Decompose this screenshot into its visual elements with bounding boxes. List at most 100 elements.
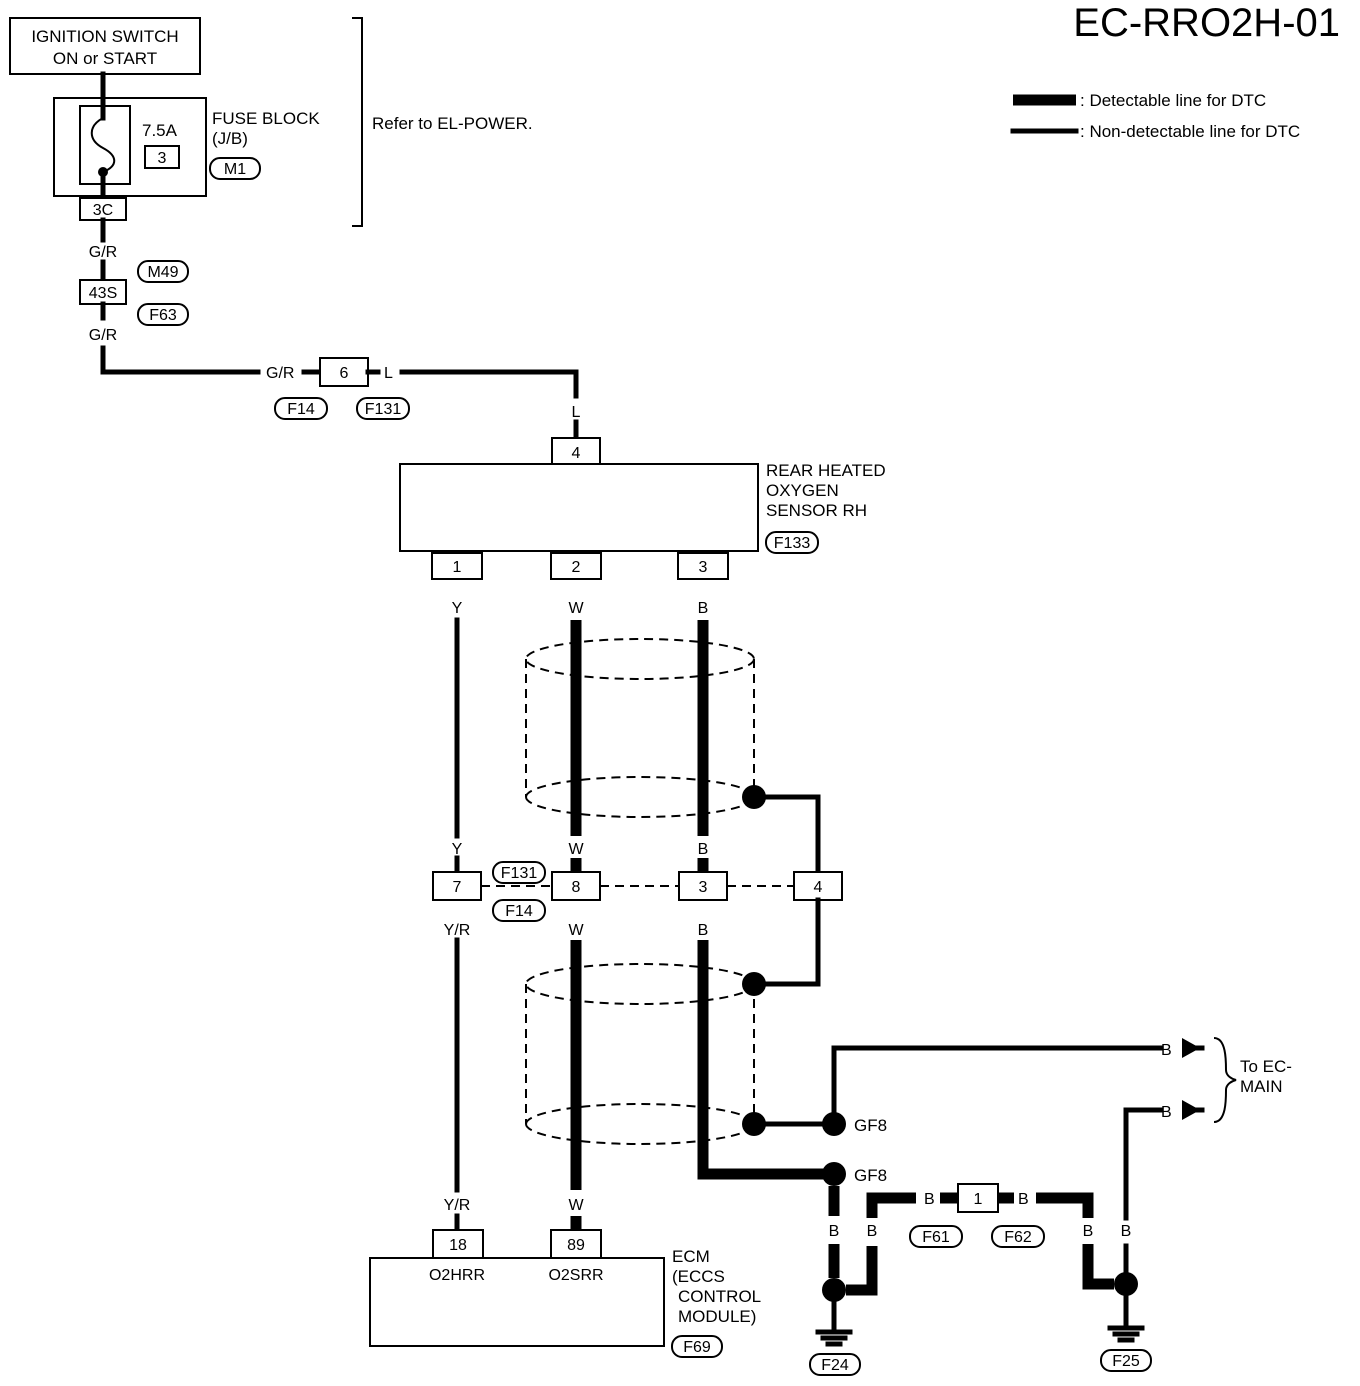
ecm-label-3: CONTROL [678, 1287, 761, 1306]
ignition-label-1: IGNITION SWITCH [31, 27, 178, 46]
gf8-label-lower: GF8 [854, 1166, 887, 1185]
connector-tag-f14-mid [492, 899, 546, 922]
connector-f25: F25 [1112, 1353, 1140, 1370]
connector-f24: F24 [821, 1357, 849, 1374]
terminal-4-mid: 4 [814, 879, 823, 896]
diagram-title: EC-RRO2H-01 [1073, 1, 1340, 45]
ec-main-bracket [1213, 1037, 1237, 1123]
shield-upper-bottom-front [525, 796, 755, 818]
ground-node-f25 [1114, 1272, 1138, 1296]
rear-heated-oxygen-sensor-box [399, 463, 759, 552]
wire-l-2 [399, 369, 579, 399]
shield-drain-upper [742, 785, 766, 809]
ground-node-f24 [822, 1278, 846, 1302]
connector-tag-f69 [671, 1335, 723, 1358]
wire-label-b-1: B [698, 600, 709, 617]
shield-lower-bottom-back [525, 1103, 755, 1125]
shield-upper-top [525, 638, 755, 680]
sensor-terminal-1: 1 [453, 559, 462, 576]
ignition-label-2: ON or START [53, 49, 157, 68]
sensor-terminal-3: 3 [699, 559, 708, 576]
legend-detectable-text: : Detectable line for DTC [1080, 91, 1266, 110]
sensor-terminal-3-box [677, 552, 729, 580]
wire-label-b-4: B [829, 1223, 840, 1240]
ecm-label-1: ECM [672, 1247, 710, 1266]
connector-m1: M1 [224, 161, 246, 178]
wire-label-l-1: L [384, 365, 393, 382]
wire-label-yr-2: Y/R [444, 1197, 471, 1214]
ecm-terminal-89-box [550, 1229, 602, 1259]
wire-label-y-1: Y [452, 600, 463, 617]
connector-tag-f14-top [274, 397, 328, 420]
ignition-switch-box [9, 17, 201, 75]
power-bracket [352, 17, 363, 227]
wire-label-b-7: B [1018, 1191, 1029, 1208]
wire-label-b-3: B [698, 922, 709, 939]
wire-label-b-5: B [867, 1223, 878, 1240]
wire-label-l-2: L [572, 404, 581, 421]
wire-label-w-2: W [568, 841, 584, 858]
ecm-pin-o2srr: O2SRR [548, 1267, 603, 1284]
wire-label-b-9: B [1121, 1223, 1132, 1240]
sensor-terminal-2-box [550, 552, 602, 580]
connector-f131-mid: F131 [501, 865, 538, 882]
connector-f69: F69 [683, 1339, 711, 1356]
wire-label-w-1: W [568, 600, 584, 617]
sensor-terminal-2: 2 [572, 559, 581, 576]
connector-f62: F62 [1004, 1229, 1032, 1246]
connector-tag-f131-top [356, 397, 410, 420]
fuse-block-label-1: FUSE BLOCK [212, 109, 320, 128]
wire-label-b-main-1: B [1161, 1042, 1172, 1059]
ecm-terminal-18: 18 [449, 1237, 467, 1254]
wire-gr-4 [100, 345, 261, 375]
connector-tag-f61 [909, 1225, 963, 1248]
connector-f14-mid: F14 [505, 903, 533, 920]
fuse-element-icon [90, 117, 116, 173]
connector-43s: 43S [89, 285, 117, 302]
connector-tag-f24 [809, 1353, 861, 1376]
shield-lower-top [525, 963, 755, 1005]
legend-nondetectable-text: : Non-detectable line for DTC [1080, 122, 1300, 141]
sensor-label-1: REAR HEATED [766, 461, 886, 480]
fuse-number: 3 [158, 150, 167, 167]
connector-tag-f133 [765, 531, 819, 554]
wire-b-to-f61 [866, 1192, 916, 1218]
connector-f131-top: F131 [365, 401, 402, 418]
sensor-label-2: OXYGEN [766, 481, 839, 500]
wire-label-yr-1: Y/R [444, 922, 471, 939]
connector-f63: F63 [149, 307, 177, 324]
shield-lower-bottom-front [525, 1123, 755, 1145]
wire-label-b-8: B [1083, 1223, 1094, 1240]
wire-label-b-2: B [698, 841, 709, 858]
terminal-8: 8 [572, 879, 581, 896]
ground-joint-gf8-lower [822, 1162, 846, 1186]
sensor-label-3: SENSOR RH [766, 501, 867, 520]
connector-f133: F133 [774, 535, 811, 552]
wire-b-to-main-2 [1123, 1107, 1163, 1221]
wire-b-f24-joint [846, 1246, 878, 1296]
wire-b-to-main-1 [831, 1045, 1163, 1115]
shield-upper-bottom-back [525, 776, 755, 798]
ground-joint-gf8-upper [822, 1112, 846, 1136]
wire-b-f25-joint [1082, 1244, 1114, 1290]
to-ec-main-1: To EC- [1240, 1057, 1292, 1076]
wire-label-b-main-2: B [1161, 1104, 1172, 1121]
ecm-label-2: (ECCS [672, 1267, 725, 1286]
connector-tag-m49 [137, 260, 189, 283]
fuse-number-box [144, 145, 180, 169]
connector-f61: F61 [922, 1229, 950, 1246]
shield-drain-lower [742, 1112, 766, 1136]
connector-tag-f25 [1100, 1349, 1152, 1372]
terminal-3-mid: 3 [699, 879, 708, 896]
gf8-label-upper: GF8 [854, 1116, 887, 1135]
wire-label-w-4: W [568, 1197, 584, 1214]
connector-m49: M49 [147, 264, 178, 281]
sensor-terminal-1-box [431, 552, 483, 580]
connector-tag-f131-mid [492, 861, 546, 884]
fuse-rating: 7.5A [142, 121, 178, 140]
to-ec-main-2: MAIN [1240, 1077, 1283, 1096]
wire-label-y-2: Y [452, 841, 463, 858]
connector-tag-m1 [209, 157, 261, 180]
wire-label-b-6: B [924, 1191, 935, 1208]
